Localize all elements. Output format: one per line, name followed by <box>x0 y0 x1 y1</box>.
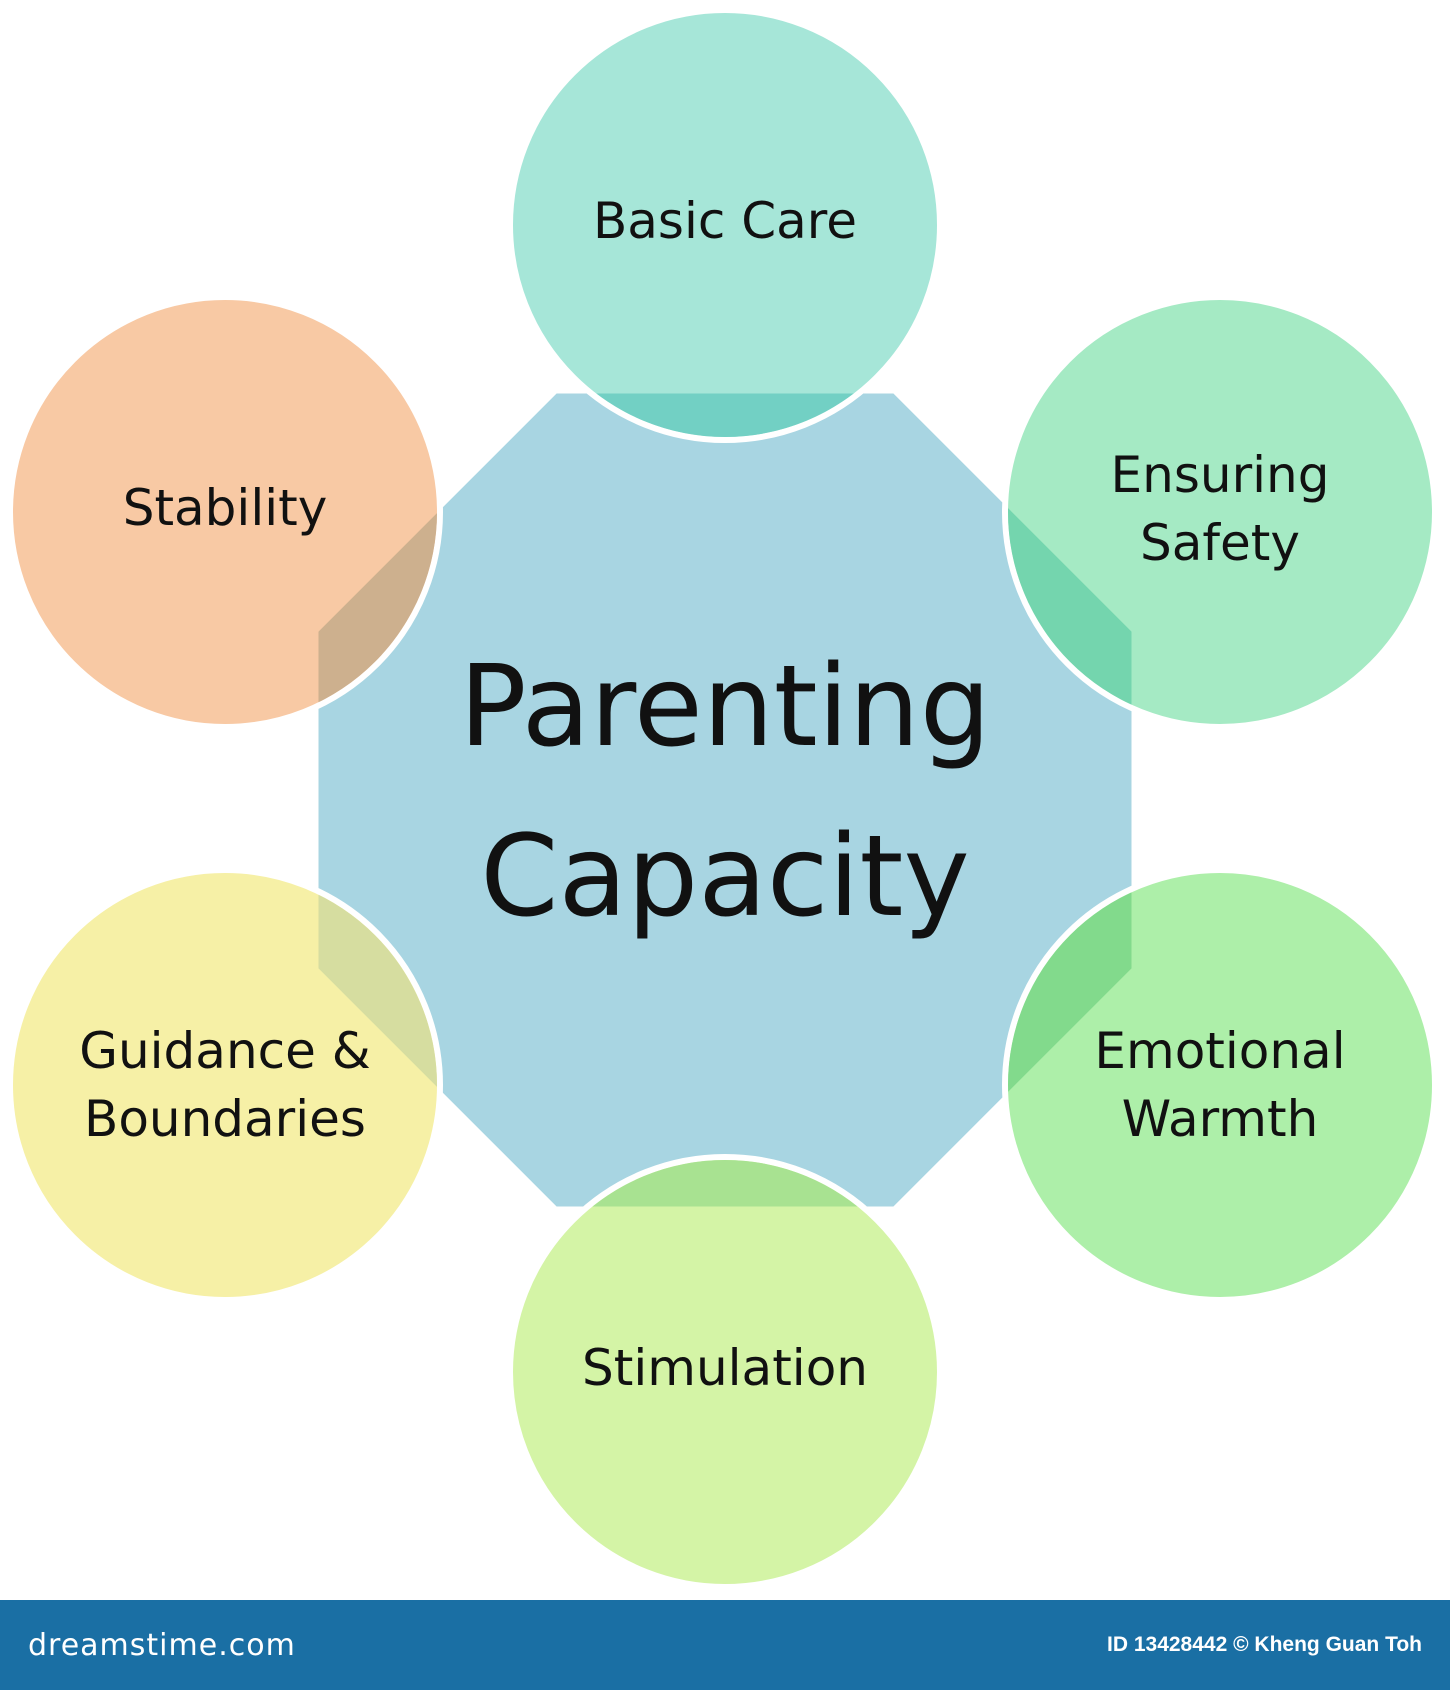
label-stimulation-line-1: Stimulation <box>582 1339 868 1397</box>
watermark-footer: dreamstime.com ID 13428442 © Kheng Guan … <box>0 1600 1450 1690</box>
center-title-line-1: Parenting <box>459 642 991 772</box>
label-emotional-warmth-line-2: Warmth <box>1122 1090 1319 1148</box>
circle-ensuring-safety <box>1002 294 1438 730</box>
label-basic-care-line-1: Basic Care <box>593 192 857 250</box>
label-guidance-boundaries-line-1: Guidance & <box>79 1022 371 1080</box>
label-guidance-boundaries-line-2: Boundaries <box>84 1090 366 1148</box>
circle-emotional-warmth <box>1002 867 1438 1303</box>
label-ensuring-safety-line-1: Ensuring <box>1111 446 1330 504</box>
label-ensuring-safety-line-2: Safety <box>1140 514 1300 572</box>
site-logo: dreamstime.com <box>28 1627 296 1663</box>
parenting-capacity-diagram: Basic CareEnsuringSafetyEmotionalWarmthS… <box>7 7 1438 1590</box>
image-credit: ID 13428442 © Kheng Guan Toh <box>1107 1633 1422 1656</box>
circle-guidance-boundaries <box>7 867 443 1303</box>
center-octagon <box>318 393 1132 1207</box>
circle-basic-care <box>507 7 943 443</box>
center-title-line-2: Capacity <box>480 812 969 942</box>
label-stability-line-1: Stability <box>123 479 328 537</box>
circle-stimulation <box>507 1154 943 1590</box>
label-emotional-warmth-line-1: Emotional <box>1094 1022 1345 1080</box>
